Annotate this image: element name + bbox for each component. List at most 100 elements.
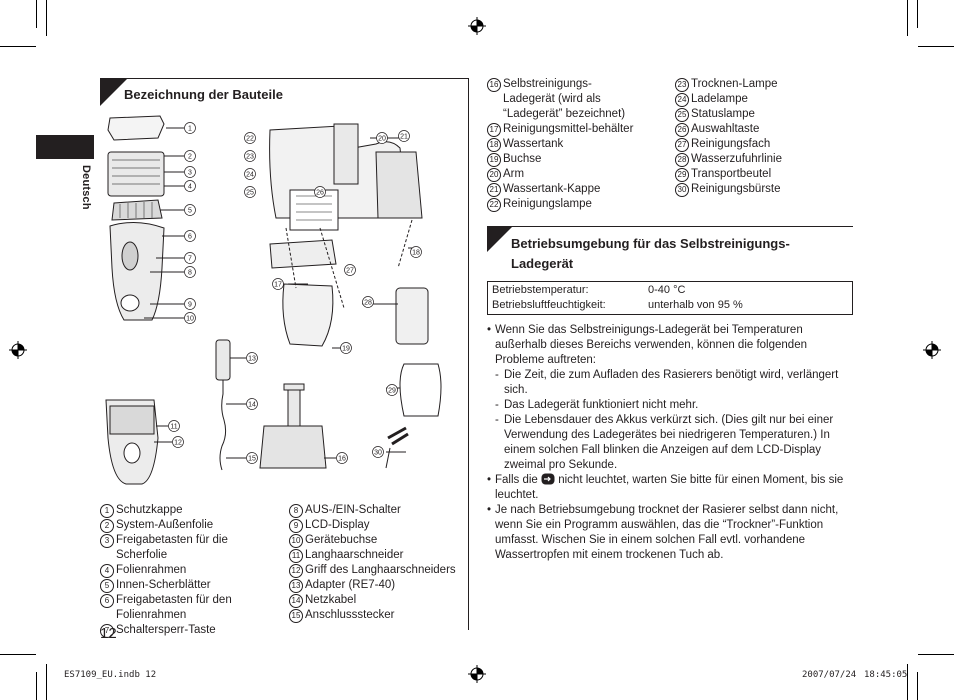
crop-mark	[46, 0, 47, 36]
diagram-callout-25: 25	[246, 190, 254, 197]
diagram-callout-26: 26	[316, 190, 324, 197]
diagram-callout-22: 22	[246, 136, 254, 143]
parts-diagram: 1 2 3 4 5 6 7 8 9 10 11 12 13 14 15 16 1…	[105, 115, 442, 485]
registration-mark-icon	[923, 341, 941, 359]
note-dash: Die Lebensdauer des Akkus verkürzt sich.…	[487, 413, 857, 473]
diagram-callout-14: 14	[248, 402, 256, 409]
diagram-callout-29: 29	[388, 388, 396, 395]
crop-mark	[907, 664, 908, 700]
section-rule	[100, 78, 468, 79]
crop-mark	[36, 0, 37, 28]
crop-mark	[917, 0, 918, 28]
diagram-callout-16: 16	[338, 456, 346, 463]
diagram-callout-6: 6	[188, 234, 192, 241]
note-bullet: Falls die nicht leuchtet, warten Sie bit…	[487, 473, 857, 503]
charge-lamp-icon	[541, 473, 555, 485]
table-row: Betriebstemperatur:	[492, 284, 589, 296]
diagram-callout-27: 27	[346, 268, 354, 275]
table-cell: 0-40 °C	[648, 284, 686, 296]
diagram-callout-28: 28	[364, 300, 372, 307]
page-number: 12	[100, 625, 117, 642]
diagram-callout-13: 13	[248, 356, 256, 363]
cap-shape	[107, 115, 165, 141]
diagram-callout-12: 12	[174, 440, 182, 447]
table-cell: unterhalb von 95 %	[648, 299, 743, 311]
diagram-callout-23: 23	[246, 154, 254, 161]
footer-file: ES7109_EU.indb 12	[64, 670, 157, 680]
registration-mark-icon	[468, 17, 486, 35]
footer-date: 2007/07/24	[802, 670, 857, 680]
diagram-callout-18: 18	[412, 250, 420, 257]
registration-mark-icon	[468, 665, 486, 683]
crop-mark	[918, 46, 954, 47]
diagram-callout-21: 21	[400, 134, 408, 141]
language-tab-bar	[36, 135, 94, 159]
crop-mark	[0, 654, 36, 655]
crop-mark	[46, 664, 47, 700]
note-dash: Die Zeit, die zum Aufladen des Rasierers…	[487, 368, 857, 398]
diagram-callout-17: 17	[274, 282, 282, 289]
crop-mark	[0, 46, 36, 47]
environment-table: Betriebstemperatur: 0-40 °C Betriebsluft…	[487, 281, 853, 315]
diagram-callout-3: 3	[188, 170, 192, 177]
footer-time: 18:45:05	[864, 670, 908, 680]
diagram-callout-30: 30	[374, 450, 382, 457]
diagram-callout-19: 19	[342, 346, 350, 353]
note-bullet: Wenn Sie das Selbstreinigungs-Ladegerät …	[487, 323, 857, 368]
column-divider	[468, 78, 469, 630]
diagram-callout-9: 9	[188, 302, 192, 309]
environment-notes: Wenn Sie das Selbstreinigungs-Ladegerät …	[487, 323, 857, 563]
section-marker-icon	[100, 78, 128, 106]
crop-mark	[918, 654, 954, 655]
diagram-callout-20: 20	[378, 136, 386, 143]
crop-mark	[917, 672, 918, 700]
diagram-callout-15: 15	[248, 456, 256, 463]
table-row: Betriebsluftfeuchtigkeit:	[492, 299, 606, 311]
section-title-environment: Betriebsumgebung für das Selbstreinigung…	[511, 236, 790, 271]
note-dash: Das Ladegerät funktioniert nicht mehr.	[487, 398, 857, 413]
diagram-callout-1: 1	[188, 126, 192, 133]
section-rule	[487, 226, 853, 227]
note-bullet: Je nach Betriebsumgebung trocknet der Ra…	[487, 503, 857, 563]
crop-mark	[907, 0, 908, 36]
diagram-callout-24: 24	[246, 172, 254, 179]
section-title-parts: Bezeichnung der Bauteile	[124, 87, 283, 102]
diagram-callout-5: 5	[188, 208, 192, 215]
section-marker-icon	[487, 226, 513, 252]
language-tab-label: Deutsch	[80, 165, 92, 210]
diagram-callout-8: 8	[188, 270, 192, 277]
diagram-callout-10: 10	[186, 316, 194, 323]
